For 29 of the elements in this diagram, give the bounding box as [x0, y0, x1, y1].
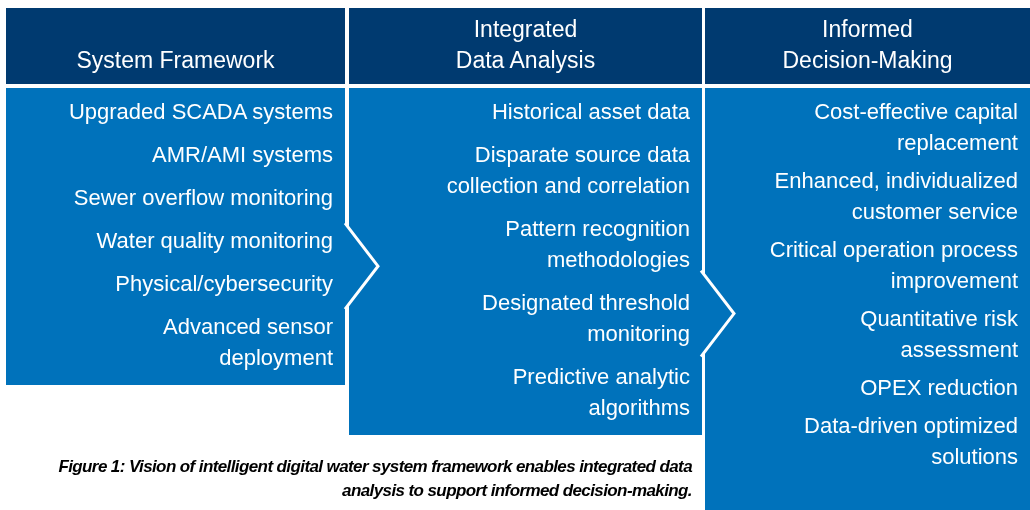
item-text: Enhanced, individualized customer service — [773, 167, 1018, 226]
item-text: Quantitative risk assessment — [859, 305, 1018, 364]
item-text: Pattern recognition methodologies — [504, 215, 690, 274]
item-text: Data-driven optimized solutions — [803, 412, 1018, 471]
item-text: Physical/cybersecurity — [114, 270, 333, 298]
chevron-arrow — [343, 221, 380, 311]
column-panel — [705, 88, 1030, 510]
figure-caption: Figure 1: Vision of intelligent digital water system framework enables integrated data analysis to support informed decision-making. — [57, 456, 692, 502]
column-panel — [6, 88, 345, 385]
chevron-arrow — [699, 269, 736, 359]
item-text: Critical operation process improvement — [768, 236, 1018, 295]
item-text: Upgraded SCADA systems — [67, 98, 333, 126]
item-text: AMR/AMI systems — [151, 141, 333, 169]
column-panel — [349, 88, 702, 435]
item-text: Sewer overflow monitoring — [72, 184, 333, 212]
item-text: Advanced sensor deployment — [162, 313, 333, 372]
item-text: Cost-effective capital replacement — [813, 98, 1018, 157]
item-text: Historical asset data — [490, 98, 690, 126]
header-text: System Framework — [76, 46, 275, 75]
header-text: Informed Decision-Making — [781, 15, 954, 75]
item-text: OPEX reduction — [859, 374, 1018, 402]
item-text: Predictive analytic algorithms — [511, 363, 690, 422]
column-header — [6, 8, 345, 84]
column-header — [705, 8, 1030, 84]
header-text: Integrated Data Analysis — [454, 15, 597, 75]
item-text: Designated threshold monitoring — [481, 289, 690, 348]
item-text: Water quality monitoring — [95, 227, 333, 255]
column-header — [349, 8, 702, 84]
item-text: Disparate source data collection and correlation — [445, 141, 690, 200]
